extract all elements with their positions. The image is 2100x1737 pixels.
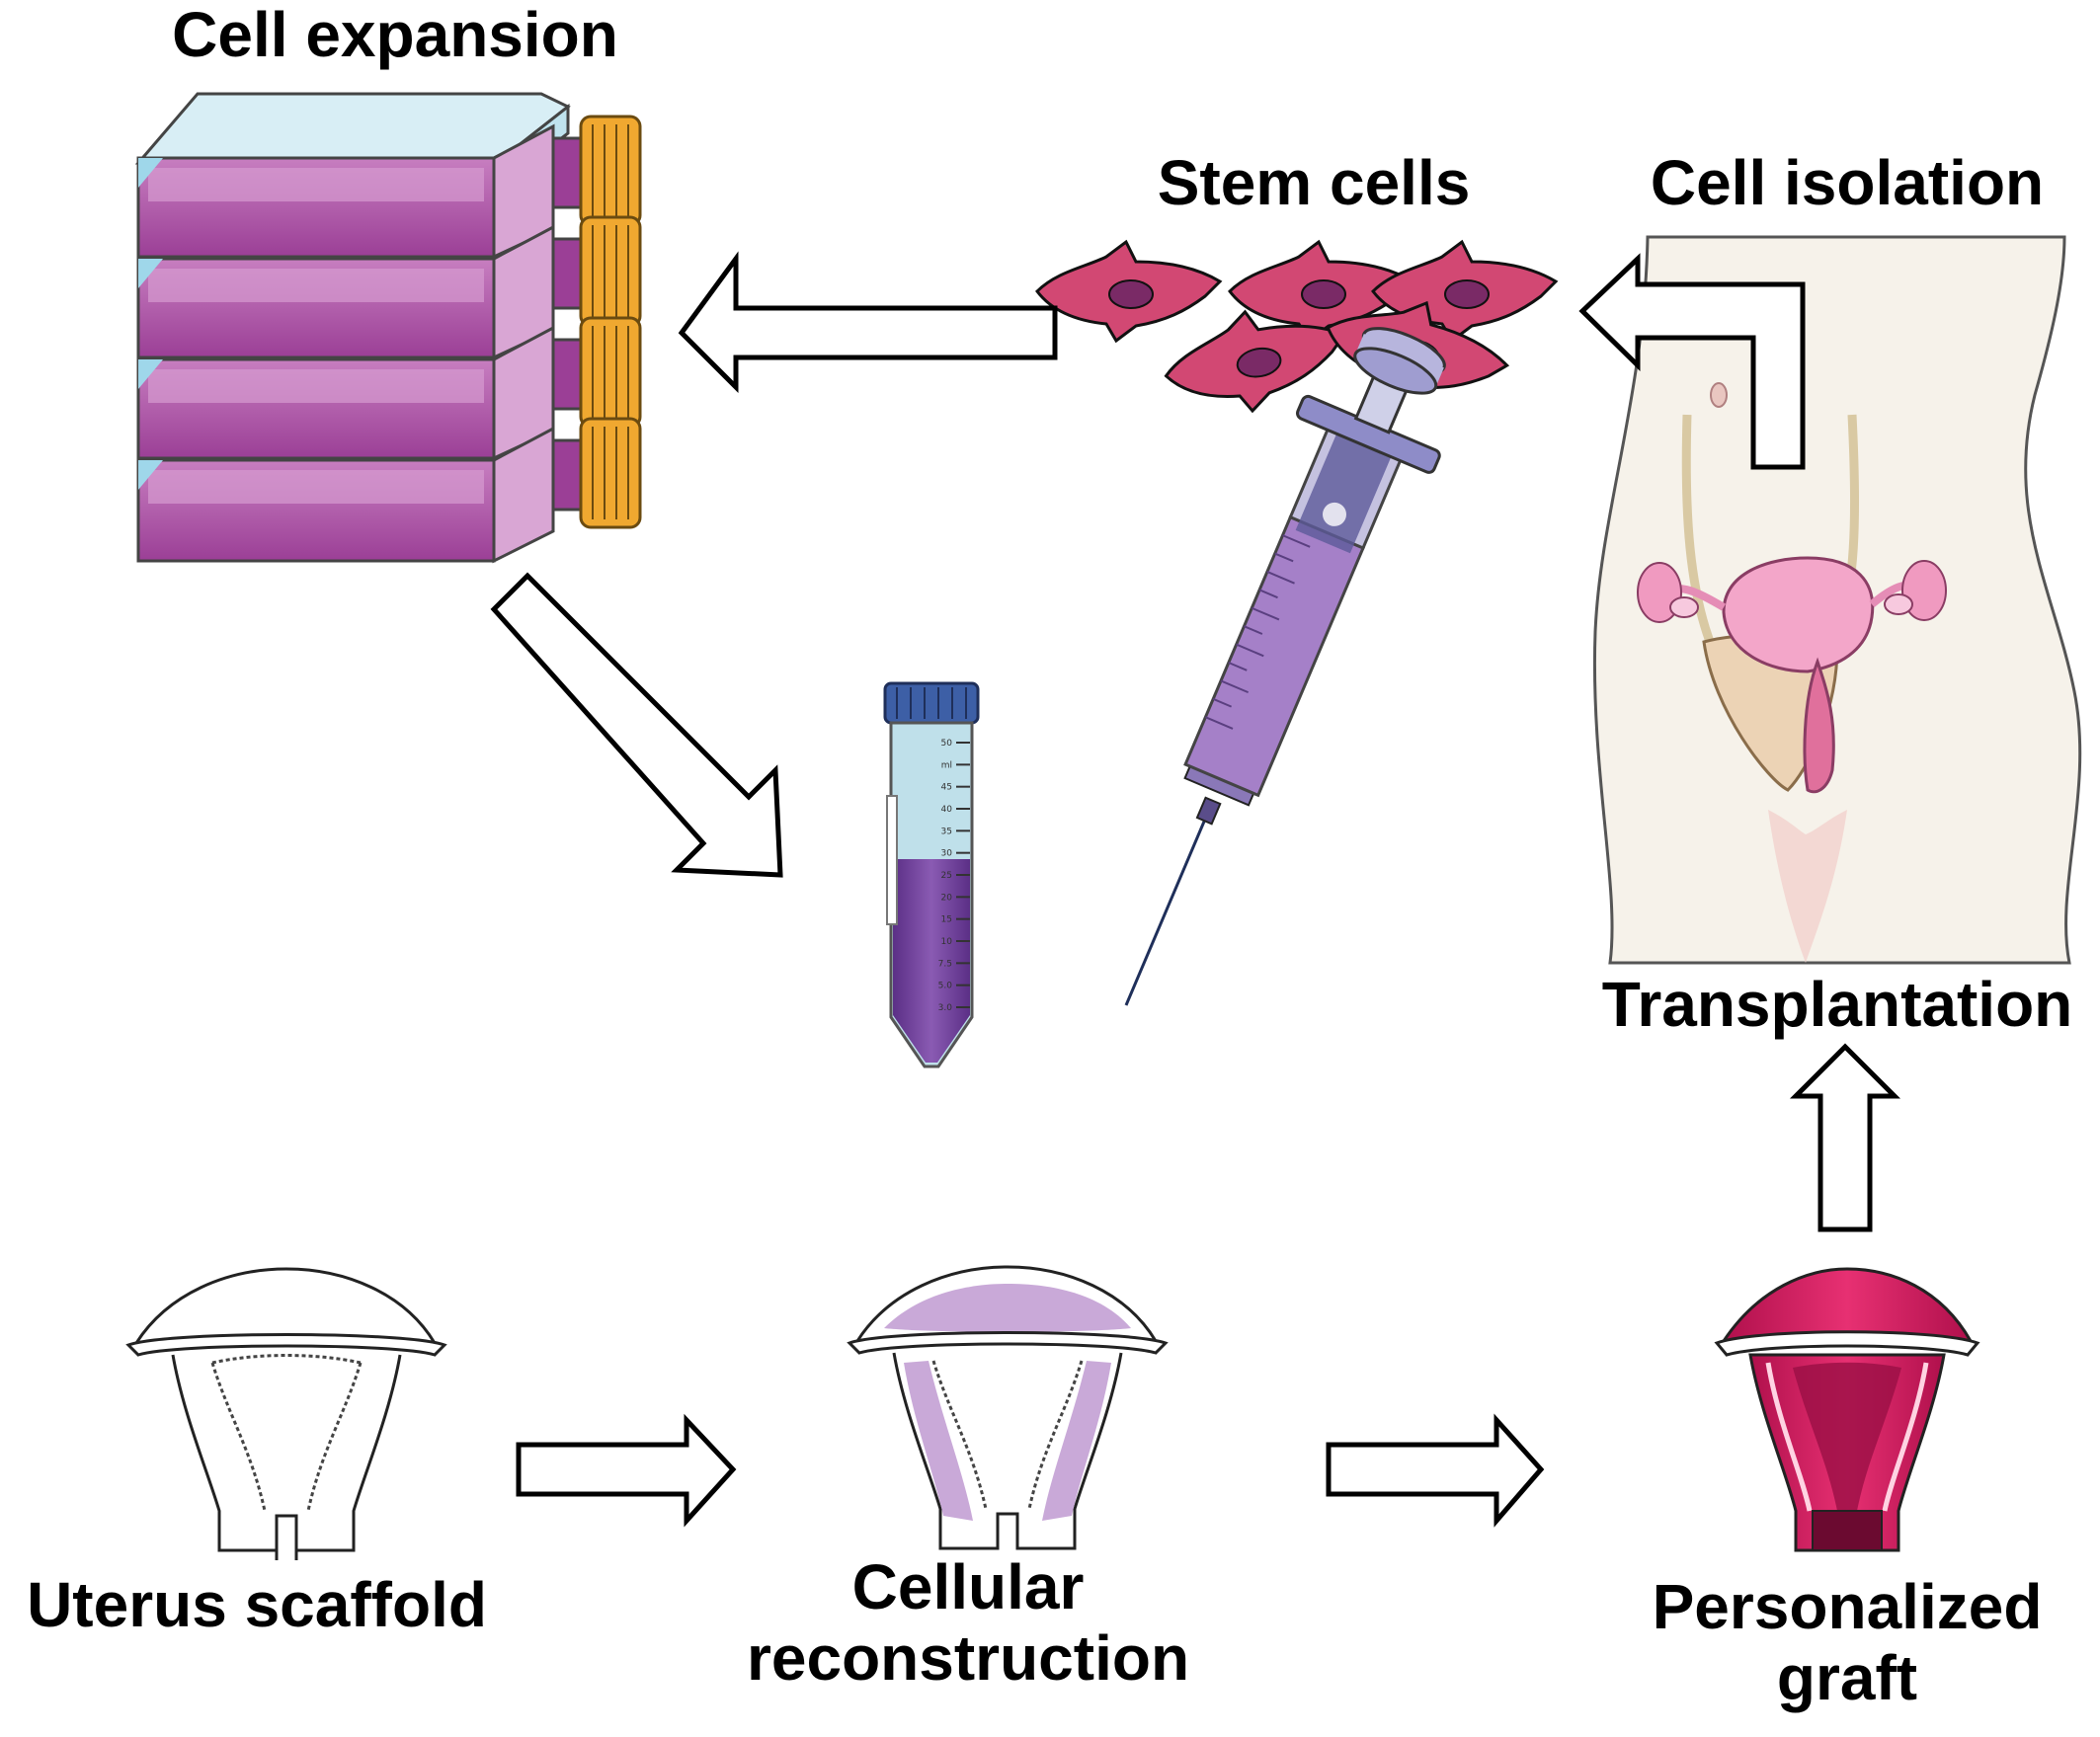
recellularized-uterus xyxy=(847,1265,1169,1550)
tube-scale-label: 20 xyxy=(941,893,953,903)
tube-scale-label: 7.5 xyxy=(938,959,952,969)
syringe xyxy=(1124,327,1446,1006)
culture-flask xyxy=(136,115,642,260)
label-stem-cells: Stem cells xyxy=(1157,147,1471,218)
ureter xyxy=(1681,414,1719,654)
personalized-graft-uterus xyxy=(1714,1267,1980,1552)
label-personalized-graft-line1: Personalized xyxy=(1652,1571,2043,1642)
uterus-scaffold xyxy=(125,1267,447,1560)
culture-flask xyxy=(136,215,642,360)
arrow-graft-to-transplantation xyxy=(1789,1043,1901,1232)
arrow-stem-cells-to-expansion xyxy=(678,251,1058,394)
label-personalized-graft: Personalized graft xyxy=(1600,1571,2094,1713)
stem-cell xyxy=(1035,239,1223,344)
stem-cell-cluster xyxy=(1035,239,1559,414)
tube-scale-label: 15 xyxy=(941,915,952,925)
tube-scale-label: 45 xyxy=(941,783,952,793)
culture-flask-stack xyxy=(134,92,642,564)
syringe-needle xyxy=(1124,818,1207,1006)
label-personalized-graft-line2: graft xyxy=(1776,1641,1918,1713)
tube-scale-label: 10 xyxy=(941,937,953,947)
stem-cell xyxy=(1228,239,1415,344)
patient-body-illustration xyxy=(1592,235,2082,965)
arrow-expansion-to-tube-body xyxy=(490,572,783,878)
tube-scale-label: ml xyxy=(941,760,952,770)
tube-scale-label: 50 xyxy=(941,739,953,749)
label-cellular-reconstruction-line2: reconstruction xyxy=(746,1621,1190,1694)
tube-scale-label: 40 xyxy=(941,805,953,815)
tube-scale-label: 3.0 xyxy=(938,1003,953,1013)
label-cell-expansion: Cell expansion xyxy=(172,0,618,70)
label-cellular-reconstruction: Cellular reconstruction xyxy=(711,1551,1225,1694)
uterus-in-body xyxy=(1637,556,1947,794)
culture-flask xyxy=(136,417,642,564)
arrow-isolation-to-stem-cells xyxy=(1578,253,1806,470)
tube-liquid xyxy=(893,859,970,1063)
conical-tube: 50 ml 45 40 35 30 25 20 15 10 7.5 5.0 3.0 xyxy=(883,681,980,1068)
label-cell-isolation: Cell isolation xyxy=(1650,147,2045,218)
navel xyxy=(1710,382,1728,408)
tube-cap xyxy=(883,681,980,725)
tube-scale: 50 ml 45 40 35 30 25 20 15 10 7.5 5.0 3.0 xyxy=(938,739,970,1013)
tube-scale-label: 35 xyxy=(941,827,952,836)
label-transplantation: Transplantation xyxy=(1601,969,2073,1040)
tube-scale-label: 30 xyxy=(941,849,953,859)
label-uterus-scaffold: Uterus scaffold xyxy=(27,1569,487,1640)
culture-flask xyxy=(136,316,642,461)
tube-scale-label: 5.0 xyxy=(938,982,953,991)
label-cellular-reconstruction-line1: Cellular xyxy=(851,1551,1085,1622)
arrow-reconstruction-to-graft xyxy=(1326,1413,1545,1528)
arrow-scaffold-to-reconstruction xyxy=(516,1413,737,1528)
syringe-barrel xyxy=(1183,514,1365,798)
tube-scale-label: 25 xyxy=(941,871,952,881)
